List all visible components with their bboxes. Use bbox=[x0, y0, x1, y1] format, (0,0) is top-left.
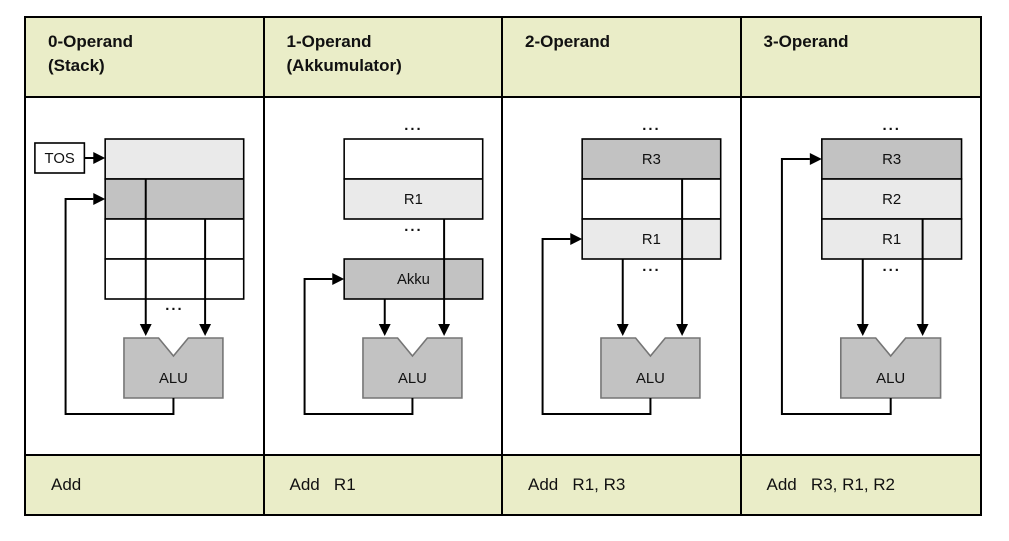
stack-cell-fourth bbox=[104, 258, 245, 300]
column-title-line-2: (Stack) bbox=[48, 56, 105, 76]
register-cell-r3 bbox=[820, 138, 962, 180]
two-operand-architecture-diagram: ... R3 R1 ... ALU bbox=[541, 117, 722, 415]
stack-cell-third bbox=[104, 218, 245, 260]
register-cell-empty bbox=[581, 178, 722, 220]
ellipsis-mid: ... bbox=[404, 218, 422, 235]
ellipsis-top: ... bbox=[404, 117, 422, 134]
register-label-r1: R1 bbox=[642, 231, 661, 248]
result-feedback-path bbox=[64, 198, 175, 415]
tos-arrowhead-icon bbox=[93, 152, 106, 164]
operand-arrowhead-right-icon bbox=[676, 324, 689, 336]
column-header-accumulator: 1-Operand (Akkumulator) bbox=[265, 18, 503, 96]
ellipsis-top: ... bbox=[882, 117, 900, 134]
alu-label: ALU bbox=[636, 370, 665, 387]
register-label-r2: R2 bbox=[882, 191, 901, 208]
diagram-cell-2-operand: ... R3 R1 ... ALU bbox=[503, 98, 742, 454]
diagram-cell-3-operand: ... R3 R2 R1 ... ALU bbox=[742, 98, 981, 454]
operand-arrowhead-left-icon bbox=[139, 324, 152, 336]
diagram-cell-accumulator: ... R1 ... Akku ALU bbox=[265, 98, 503, 454]
register-cell-r1 bbox=[342, 178, 483, 220]
register-cell-r1 bbox=[820, 218, 962, 260]
register-label-r3: R3 bbox=[642, 151, 661, 168]
ellipsis-mid: ... bbox=[882, 258, 900, 275]
feedback-arrowhead-icon bbox=[570, 233, 583, 245]
feedback-arrowhead-icon bbox=[93, 193, 106, 205]
register-label-r1: R1 bbox=[882, 231, 901, 248]
column-title-line-2: (Akkumulator) bbox=[286, 56, 402, 76]
alu-label: ALU bbox=[398, 370, 427, 387]
instruction-stack: Add bbox=[26, 456, 265, 514]
register-label-r1: R1 bbox=[403, 191, 422, 208]
diagram-cell-stack: TOS ... ALU bbox=[26, 98, 265, 454]
operand-architecture-table: 0-Operand (Stack) 1-Operand (Akkumulator… bbox=[24, 16, 982, 516]
column-title-line-1: 3-Operand bbox=[763, 32, 849, 51]
tos-box bbox=[34, 142, 86, 174]
tos-label: TOS bbox=[45, 150, 75, 167]
operand-arrowhead-right-icon bbox=[199, 324, 212, 336]
result-feedback-path bbox=[303, 278, 413, 415]
column-title-line-1: 0-Operand bbox=[48, 32, 134, 51]
akku-box bbox=[342, 258, 483, 300]
register-cell-r2 bbox=[820, 178, 962, 220]
stack-architecture-diagram: TOS ... ALU bbox=[34, 138, 245, 415]
operand-arrowhead-left-icon bbox=[856, 324, 869, 336]
feedback-arrowhead-icon bbox=[809, 153, 822, 165]
alu-shape bbox=[361, 337, 463, 399]
ellipsis-mid: ... bbox=[642, 258, 660, 275]
alu-shape bbox=[600, 337, 701, 399]
alu-label: ALU bbox=[159, 370, 188, 387]
register-label-r3: R3 bbox=[882, 151, 901, 168]
header-row: 0-Operand (Stack) 1-Operand (Akkumulator… bbox=[26, 18, 980, 98]
column-title-line-1: 2-Operand bbox=[525, 32, 611, 51]
column-header-3-operand: 3-Operand bbox=[742, 18, 981, 96]
alu-shape bbox=[839, 337, 941, 399]
stack-cell-top bbox=[104, 138, 245, 180]
result-feedback-path bbox=[780, 158, 892, 415]
result-feedback-path bbox=[541, 238, 652, 415]
column-title-line-1: 1-Operand bbox=[286, 32, 372, 51]
column-header-2-operand: 2-Operand bbox=[503, 18, 742, 96]
feedback-arrowhead-icon bbox=[331, 273, 344, 285]
alu-shape bbox=[123, 337, 224, 399]
instruction-2-operand: Add R1, R3 bbox=[503, 456, 742, 514]
instruction-accumulator: Add R1 bbox=[265, 456, 503, 514]
alu-label: ALU bbox=[876, 370, 905, 387]
akku-label: Akku bbox=[396, 271, 429, 288]
operand-arrowhead-left-icon bbox=[378, 324, 391, 336]
operand-arrowhead-right-icon bbox=[437, 324, 450, 336]
accumulator-architecture-diagram: ... R1 ... Akku ALU bbox=[303, 117, 483, 415]
stack-cell-second bbox=[104, 178, 245, 220]
three-operand-architecture-diagram: ... R3 R2 R1 ... ALU bbox=[780, 117, 962, 415]
register-cell-r1 bbox=[581, 218, 722, 260]
column-header-stack: 0-Operand (Stack) bbox=[26, 18, 265, 96]
operand-arrowhead-left-icon bbox=[616, 324, 629, 336]
instruction-row: Add Add R1 Add R1, R3 Add R3, R1, R2 bbox=[26, 454, 980, 514]
instruction-3-operand: Add R3, R1, R2 bbox=[766, 475, 896, 494]
operand-arrowhead-right-icon bbox=[916, 324, 929, 336]
diagram-row: TOS ... ALU ... R1 ... bbox=[26, 98, 980, 454]
ellipsis-top: ... bbox=[642, 117, 660, 134]
ellipsis-bottom: ... bbox=[165, 297, 183, 314]
register-cell-empty bbox=[342, 138, 483, 180]
